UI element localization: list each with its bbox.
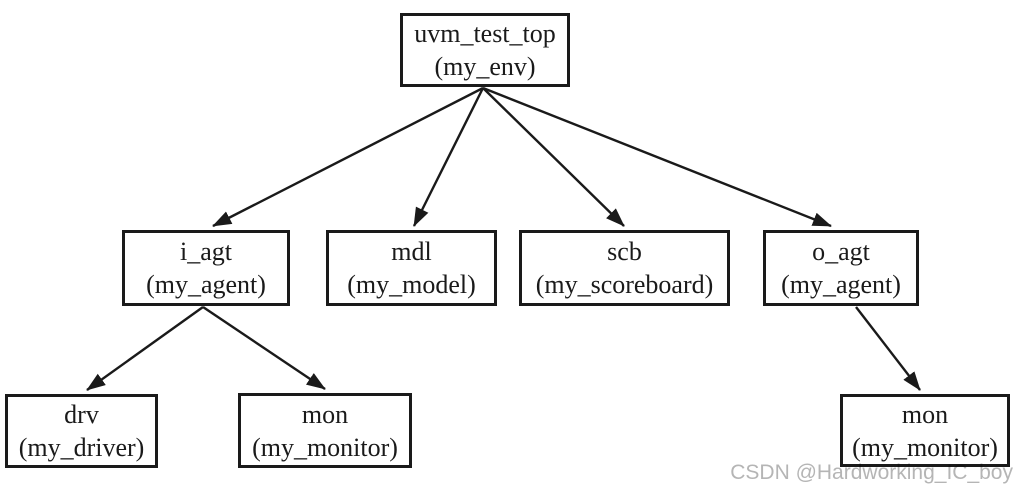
node-mon-under-i-agt: mon (my_monitor) xyxy=(238,393,412,468)
edge-uvm-test-top-to-i-agt xyxy=(212,86,484,228)
node-class-name: (my_monitor) xyxy=(252,432,398,462)
node-scb: scb (my_scoreboard) xyxy=(519,230,730,306)
node-mon-under-o-agt: mon (my_monitor) xyxy=(840,394,1010,467)
node-instance-name: i_agt xyxy=(180,237,232,266)
node-class-name: (my_monitor) xyxy=(852,432,998,462)
csdn-watermark: CSDN @Hardworking_IC_boy xyxy=(730,461,1013,484)
edge-i-agt-to-mon xyxy=(202,306,326,390)
node-class-name: (my_scoreboard) xyxy=(535,270,714,299)
node-instance-name: drv xyxy=(64,400,99,429)
node-drv: drv (my_driver) xyxy=(5,394,158,468)
node-instance-name: mon xyxy=(301,399,349,429)
node-instance-name: uvm_test_top xyxy=(414,19,556,48)
node-uvm-test-top: uvm_test_top (my_env) xyxy=(400,13,570,87)
node-i-agt: i_agt (my_agent) xyxy=(122,230,290,306)
edge-uvm-test-top-to-mdl xyxy=(412,87,485,227)
node-o-agt: o_agt (my_agent) xyxy=(763,230,919,306)
node-instance-name: mdl xyxy=(391,237,432,266)
node-class-name: (my_env) xyxy=(434,52,536,81)
node-instance-name: mon xyxy=(901,399,949,429)
node-class-name: (my_agent) xyxy=(146,270,266,299)
node-class-name: (my_driver) xyxy=(18,433,145,462)
edge-i-agt-to-drv xyxy=(86,306,204,391)
node-instance-name: scb xyxy=(607,237,642,266)
node-mdl: mdl (my_model) xyxy=(326,230,497,306)
node-class-name: (my_agent) xyxy=(781,270,901,299)
edge-o-agt-to-mon xyxy=(855,306,921,391)
node-class-name: (my_model) xyxy=(347,270,476,299)
edge-uvm-test-top-to-scb xyxy=(482,87,625,227)
node-instance-name: o_agt xyxy=(812,237,870,266)
edge-uvm-test-top-to-o-agt xyxy=(482,86,832,228)
